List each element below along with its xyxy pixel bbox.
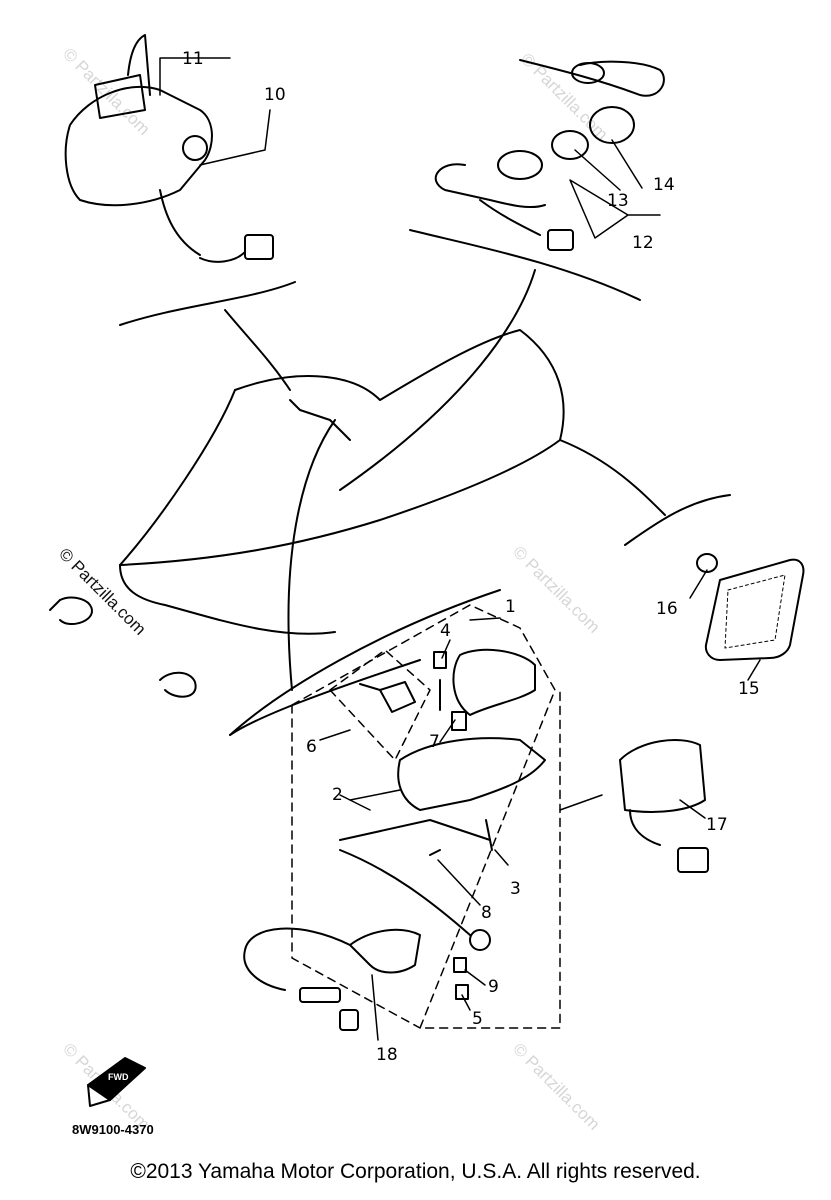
part-number: 5 <box>472 1009 483 1029</box>
part-number: 4 <box>440 621 451 641</box>
part-number: 2 <box>332 785 343 805</box>
routing-wires <box>224 269 666 691</box>
part-number: 15 <box>738 679 760 699</box>
main-switch-assembly <box>434 59 665 251</box>
svg-text:FWD: FWD <box>108 1072 129 1082</box>
watermark: © Partzilla.com <box>509 542 603 636</box>
watermark: © Partzilla.com <box>509 1039 603 1133</box>
part-number: 7 <box>429 732 440 752</box>
watermark: © Partzilla.com <box>59 44 153 138</box>
lever-assembly-parts <box>243 648 546 1031</box>
fwd-label: FWD <box>108 1072 129 1082</box>
fwd-arrow-badge <box>87 1057 146 1107</box>
part-number: 8 <box>481 903 492 923</box>
part-number: 9 <box>488 977 499 997</box>
snowmobile-body-outline <box>49 329 565 736</box>
part-number: 1 <box>505 597 516 617</box>
lamp-assembly <box>696 553 805 661</box>
cutaway-lines <box>119 229 731 736</box>
copyright-notice: ©2013 Yamaha Motor Corporation, U.S.A. A… <box>130 1160 701 1183</box>
part-number: 16 <box>656 599 678 619</box>
part-number-labels: 1 2 3 4 5 6 7 8 9 10 11 12 13 14 15 16 1… <box>182 49 760 1065</box>
relay-assembly <box>619 739 709 873</box>
part-number: 3 <box>510 879 521 899</box>
leader-lines <box>159 57 761 1041</box>
part-number: 10 <box>264 85 286 105</box>
part-number: 12 <box>632 233 654 253</box>
cover-assembly <box>64 34 274 263</box>
part-number: 6 <box>306 737 317 757</box>
part-number: 17 <box>706 815 728 835</box>
part-number: 18 <box>376 1045 398 1065</box>
lever-assembly-frame <box>291 604 561 1029</box>
diagram-code: 8W9100-4370 <box>72 1122 154 1137</box>
part-number: 14 <box>653 175 675 195</box>
part-number: 13 <box>607 191 629 211</box>
part-number: 11 <box>182 49 204 69</box>
